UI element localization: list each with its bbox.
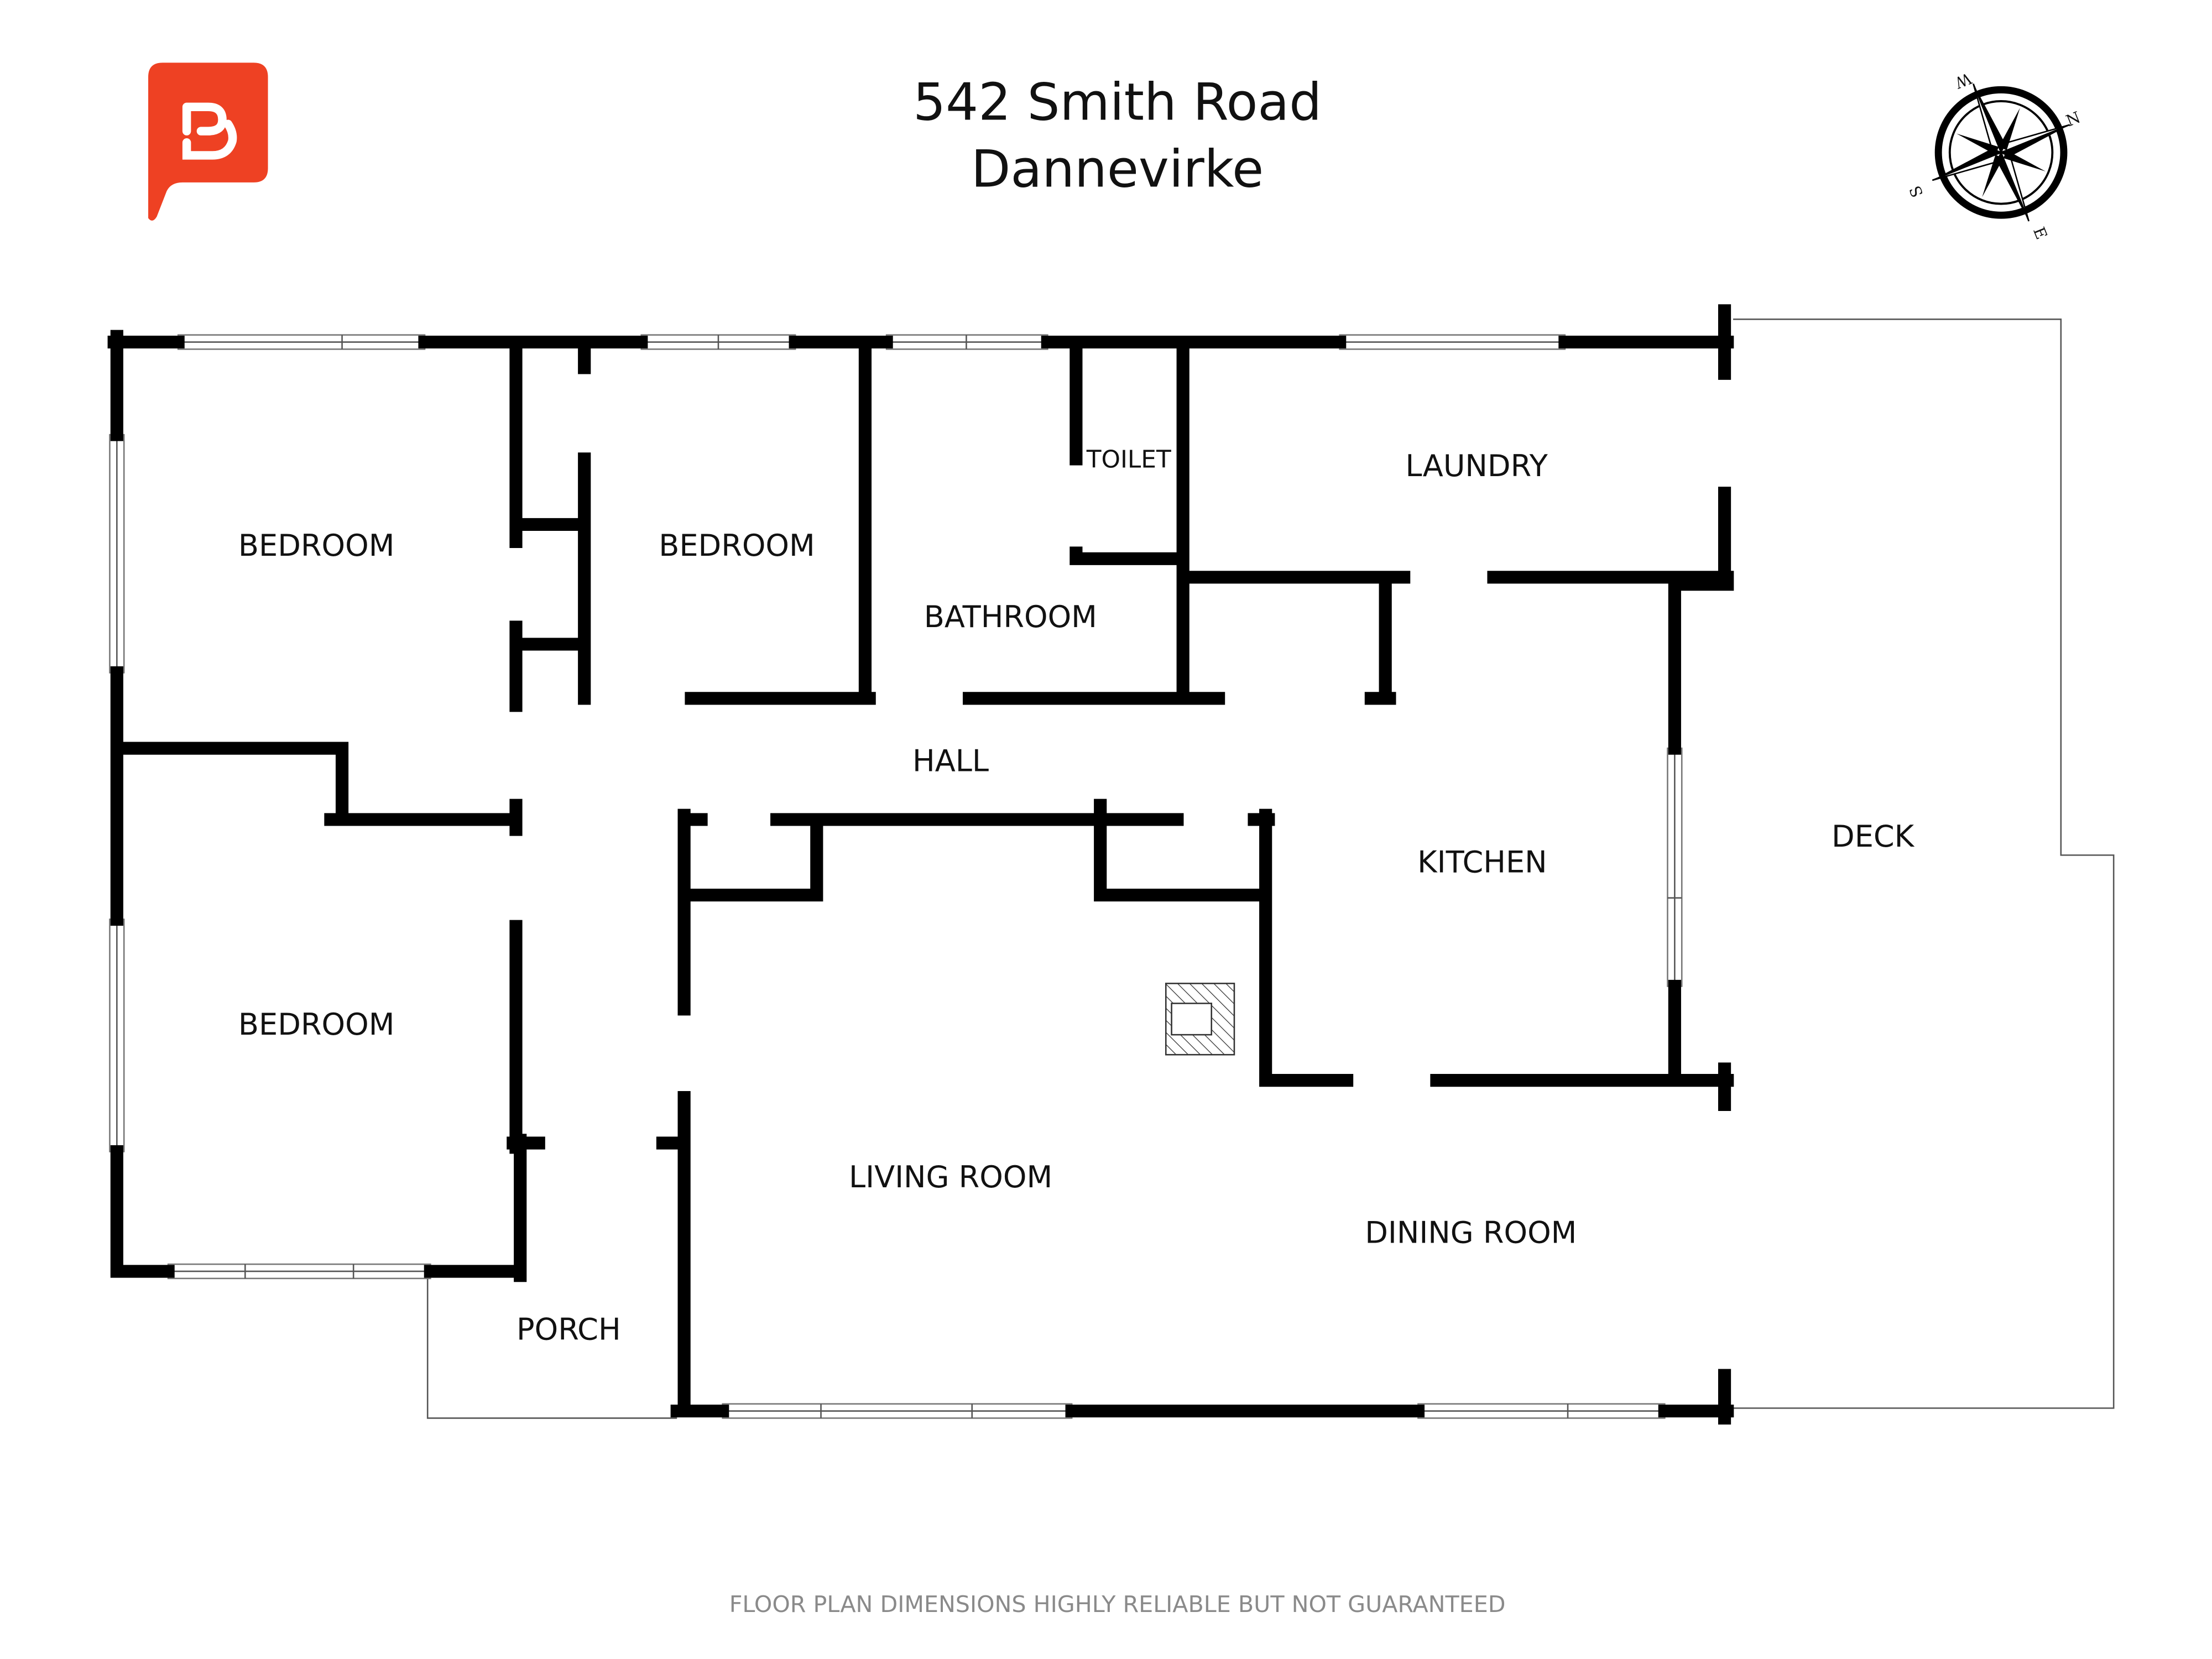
room-label-bedroom: BEDROOM xyxy=(238,528,394,563)
room-label-living-room: LIVING ROOM xyxy=(849,1160,1052,1194)
compass-s: S xyxy=(1906,183,1927,200)
deck-outline xyxy=(1730,319,2115,1409)
room-label-bedroom: BEDROOM xyxy=(238,1007,394,1042)
fireplace-icon xyxy=(1165,983,1235,1056)
room-label-kitchen: KITCHEN xyxy=(1417,844,1547,879)
compass-e: E xyxy=(2030,225,2051,242)
room-label-bedroom: BEDROOM xyxy=(659,528,815,563)
brand-logo xyxy=(148,62,268,221)
disclaimer: FLOOR PLAN DIMENSIONS HIGHLY RELIABLE BU… xyxy=(729,1591,1506,1618)
room-label-hall: HALL xyxy=(912,743,989,778)
porch-outline xyxy=(426,1278,677,1419)
address-line-2: Dannevirke xyxy=(971,139,1264,199)
room-label-porch: PORCH xyxy=(517,1312,621,1347)
windows xyxy=(109,334,1683,1419)
address-line-1: 542 Smith Road xyxy=(913,72,1322,132)
room-label-deck: DECK xyxy=(1832,819,1915,854)
room-label-dining-room: DINING ROOM xyxy=(1365,1215,1577,1250)
compass-w: W xyxy=(1952,69,1974,92)
walls xyxy=(107,304,1734,1425)
room-label-bathroom: BATHROOM xyxy=(924,599,1097,634)
compass-rose-icon: N E S W xyxy=(1906,69,2083,242)
room-label-laundry: LAUNDRY xyxy=(1405,448,1548,483)
room-label-toilet: TOILET xyxy=(1086,445,1171,473)
